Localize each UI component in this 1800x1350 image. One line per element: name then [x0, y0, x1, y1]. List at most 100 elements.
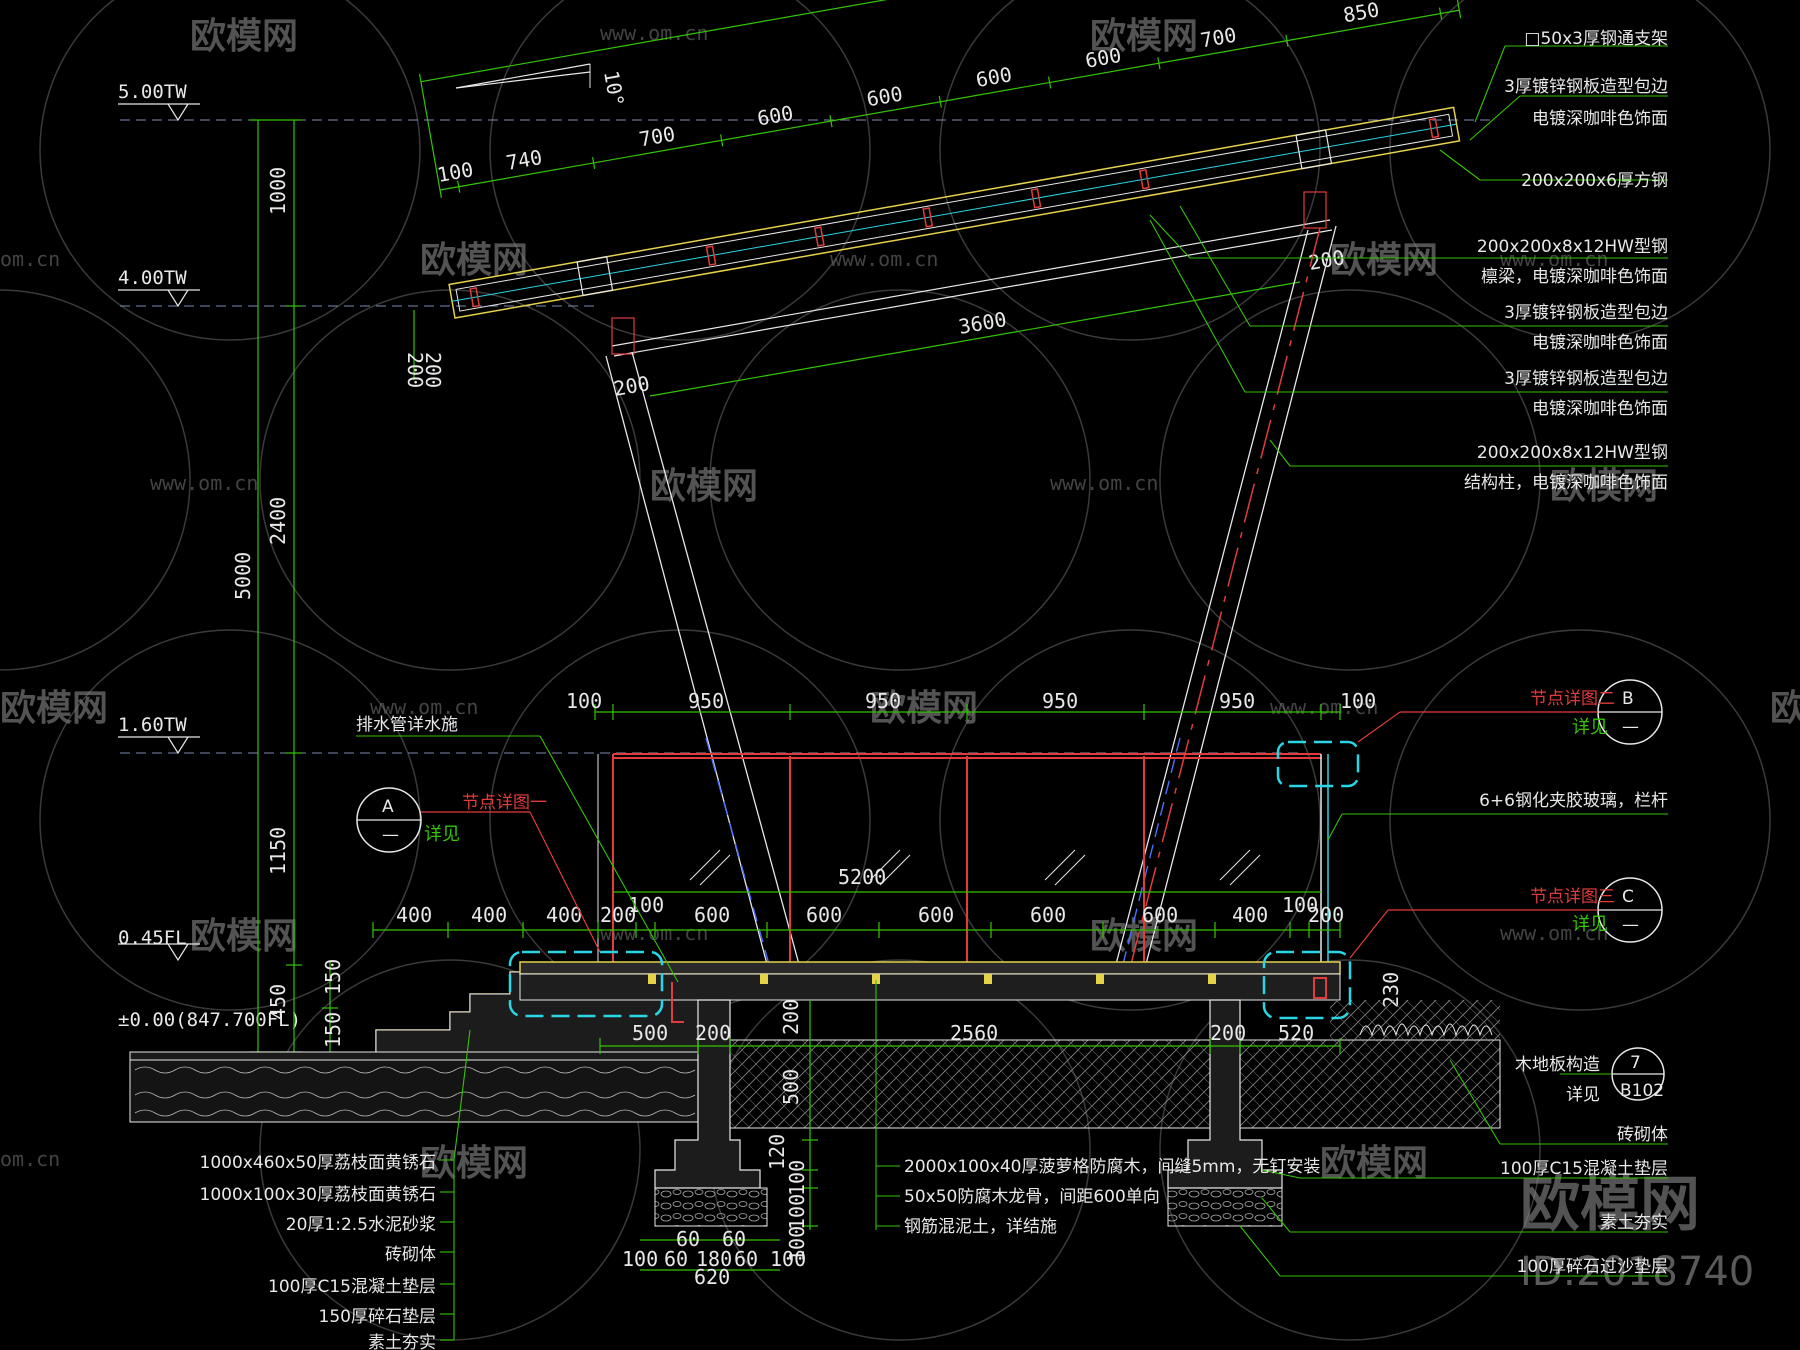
roof-seg: 600 — [1083, 43, 1123, 73]
watermark-id: ID:2018740 — [1520, 1249, 1754, 1295]
note-brick-left: 砖砌体 — [385, 1245, 436, 1265]
detail-callouts: A — 节点详图一 详见 B — 节点详图二 详见 C — 节点详图三 详见 7… — [356, 679, 1665, 1101]
watermark-url: www.om.cn — [1050, 471, 1158, 495]
note-c15: 100厚C15混凝土垫层 — [1500, 1159, 1668, 1179]
callout-a-see: 详见 — [424, 824, 460, 845]
callout-c-sub: — — [1622, 915, 1639, 935]
level-5-00: 5.00TW — [118, 81, 187, 103]
found-dim: 2560 — [950, 1021, 998, 1045]
note-purlin-finish: 檩梁，电镀深咖啡色饰面 — [1481, 267, 1668, 287]
watermark-url: www.om.cn — [1500, 921, 1608, 945]
note-concrete: 钢筋混泥土，详结施 — [904, 1217, 1057, 1237]
roof-seg: 700 — [1199, 23, 1239, 53]
rail-bottom-dim: 100 — [628, 893, 664, 917]
note-wood-floor: 木地板构造 — [1515, 1055, 1600, 1075]
rail-top-dim: 100 — [566, 689, 602, 713]
note-drain: 排水管详水施 — [356, 715, 458, 735]
watermark-brand: 欧模网 — [870, 688, 978, 729]
found-dim: 520 — [1278, 1021, 1314, 1045]
watermark-brand: 欧模网 — [1090, 16, 1198, 57]
note-decking: 2000x100x40厚菠萝格防腐木，间缝5mm，无钉安装 — [904, 1157, 1320, 1177]
found-bottom-dim: 60 — [664, 1247, 688, 1271]
rail-bottom-dim: 600 — [694, 903, 730, 927]
watermark-url: www.om.cn — [600, 21, 708, 45]
note-column: 200x200x8x12HW型钢 — [1477, 443, 1668, 463]
watermark-url: www.om.cn — [150, 471, 258, 495]
rail-bottom-dim: 200 — [600, 903, 636, 927]
dim-200-beam: 200 — [421, 352, 445, 388]
watermark-url: www.om.cn — [1270, 695, 1378, 719]
level-1-60: 1.60TW — [118, 714, 187, 736]
dim-2400: 2400 — [266, 497, 290, 545]
callout-a-sub: — — [382, 825, 399, 845]
watermark-brand-large: 欧模网 — [1520, 1170, 1700, 1240]
rail-top-dim: 950 — [1042, 689, 1078, 713]
note-glass-railing: 6+6钢化夹胶玻璃，栏杆 — [1479, 791, 1668, 811]
note-square-steel: 200x200x6厚方钢 — [1521, 171, 1668, 191]
roof-seg: 100 — [435, 157, 475, 187]
note-edge-2: 3厚镀锌钢板造型包边 — [1504, 303, 1668, 323]
roof-seg: 600 — [974, 62, 1014, 92]
note-gravel-left: 150厚碎石垫层 — [319, 1307, 436, 1327]
roof-seg: 740 — [504, 145, 544, 175]
roof-seg: 600 — [755, 101, 795, 131]
note-roof-edge: 3厚镀锌钢板造型包边 — [1504, 77, 1668, 97]
roof-seg: 600 — [865, 81, 905, 111]
rail-bottom-dim: 200 — [1308, 903, 1344, 927]
rail-bottom-dim: 400 — [396, 903, 432, 927]
found-dim: 100 — [785, 1194, 809, 1230]
note-edge-2-finish: 电镀深咖啡色饰面 — [1532, 333, 1668, 353]
watermark-url: www.om.cn — [370, 695, 478, 719]
right-notes: □50x3厚钢通支架 3厚镀锌钢板造型包边 电镀深咖啡色饰面 200x200x6… — [1149, 29, 1668, 1277]
rail-bottom-dim: 600 — [1030, 903, 1066, 927]
level-0-45: 0.45FL — [118, 927, 187, 949]
found-width-620: 620 — [694, 1265, 730, 1289]
rail-bottom-dim: 400 — [546, 903, 582, 927]
roof-seg: 850 — [1341, 0, 1381, 27]
found-bottom-dim: 100 — [622, 1247, 658, 1271]
callout-b-sub: — — [1622, 717, 1639, 737]
watermark-url: www.om.cn — [600, 921, 708, 945]
watermark-url: om.cn — [0, 1147, 60, 1171]
column-width-left: 200 — [612, 371, 652, 401]
watermark-brand: 欧模网 — [420, 1143, 528, 1184]
rail-top-dim: 950 — [1219, 689, 1255, 713]
rail-length-5200: 5200 — [838, 865, 886, 889]
callout-c-letter: C — [1622, 887, 1634, 907]
rail-bottom-dim: 600 — [1142, 903, 1178, 927]
note-compacted-soil: 素土夯实 — [1600, 1213, 1668, 1233]
note-c15-left: 100厚C15混凝土垫层 — [268, 1277, 436, 1297]
roof-seg: 700 — [637, 122, 677, 152]
watermark-brand: 欧模网 — [190, 916, 298, 957]
found-bottom-dim: 180 — [696, 1247, 732, 1271]
found-dim: 200 — [779, 999, 803, 1035]
left-notes: 1000x460x50厚荔枝面黄锈石 1000x100x30厚荔枝面黄锈石 20… — [200, 715, 679, 1350]
rail-bottom-dim: 400 — [1232, 903, 1268, 927]
roof-assembly: 10° 5590 100 740 700 600 600 600 600 700… — [418, 0, 1462, 401]
dim-150-step: 150 — [321, 959, 345, 995]
found-dim: 500 — [779, 1069, 803, 1105]
roof-slope: 10° — [599, 69, 629, 109]
found-dim: 100 — [785, 1226, 809, 1262]
found-bottom-dim: 100 — [770, 1247, 806, 1271]
found-dim: 200 — [1210, 1021, 1246, 1045]
rail-bottom-dim: 600 — [806, 903, 842, 927]
note-step-edge: 1000x100x30厚荔枝面黄锈石 — [200, 1185, 436, 1205]
deck-and-foundation: 500 200 200 2560 200 520 500 120 100 100… — [129, 961, 1501, 1289]
watermark-brand: 欧模网 — [420, 240, 528, 281]
level-4-00: 4.00TW — [118, 267, 187, 289]
rail-top-dim: 950 — [865, 689, 901, 713]
watermark-brand: 欧模网 — [650, 466, 758, 507]
watermark-brand: 欧模网 — [1550, 466, 1658, 507]
watermark-brand: 欧模网 — [1320, 1143, 1428, 1184]
found-dim: 500 — [632, 1021, 668, 1045]
found-dim: 120 — [765, 1134, 789, 1170]
glass-railing: 100 950 950 950 950 100 5200 — [372, 689, 1376, 966]
level-0-00: ±0.00(847.700FL) — [118, 1009, 301, 1031]
found-bottom-dim: 60 — [734, 1247, 758, 1271]
found-top-dim: 60 — [722, 1227, 746, 1251]
dim-450: 450 — [266, 984, 290, 1020]
watermark-url: www.om.cn — [830, 247, 938, 271]
dim-200-beam: 200 — [403, 352, 427, 388]
